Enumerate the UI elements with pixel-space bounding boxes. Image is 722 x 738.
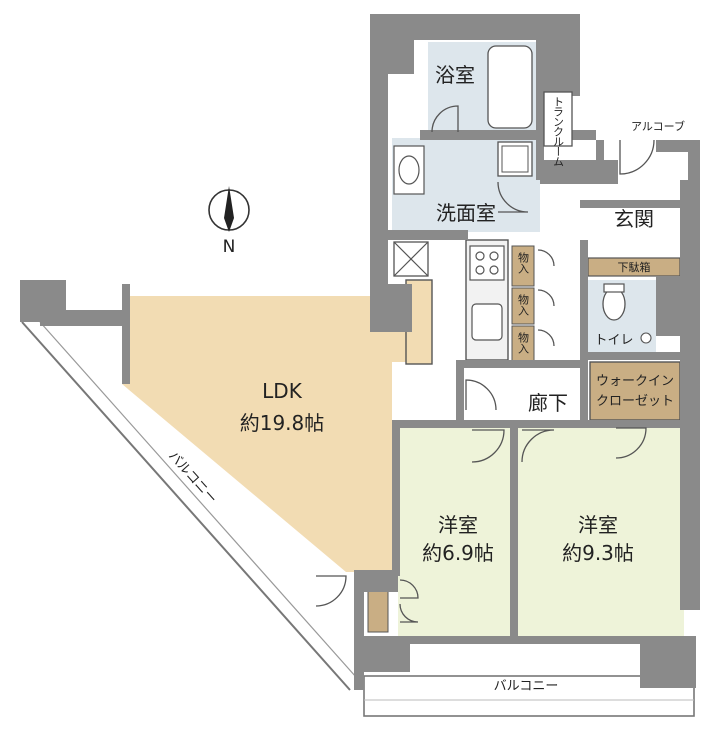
toilet-sink: [640, 332, 652, 344]
storage-label-2: 物入: [517, 293, 530, 316]
stove: [469, 245, 505, 281]
western-room-1-label: 洋室: [438, 513, 478, 537]
storage-label-3: 物入: [517, 331, 530, 354]
wic-label-line2: クローゼット: [596, 394, 674, 409]
storage-label-1: 物入: [517, 251, 530, 274]
walk-in-closet: [589, 361, 681, 421]
storage-1: [511, 245, 535, 287]
toilet: [602, 287, 626, 321]
ldk-label: LDK: [262, 379, 303, 403]
walls: [20, 14, 700, 690]
hallway-label: 廊下: [528, 391, 568, 415]
entrance-label: 玄関: [614, 207, 654, 231]
wic-label-line1: ウォークイン: [596, 374, 674, 389]
ldk-size: 約19.8帖: [240, 411, 325, 435]
bottom-balcony-label: バルコニー: [494, 679, 559, 694]
trunk-room-label: トランクルーム: [552, 96, 565, 167]
western-room-2: [516, 426, 684, 640]
compass-label: N: [223, 237, 236, 257]
western-room-1-size: 約6.9帖: [422, 541, 494, 565]
washbasin: [398, 155, 420, 185]
washing-machine-pan: [497, 141, 533, 177]
bath-label: 浴室: [435, 63, 475, 87]
north-arrow-icon: [224, 186, 234, 232]
kitchen-sink: [471, 303, 503, 341]
diagonal-balcony: [21, 321, 365, 691]
western-room-1: [398, 426, 510, 640]
doors: [315, 105, 655, 623]
washroom-label: 洗面室: [436, 201, 496, 225]
western-room-2-label: 洋室: [578, 513, 618, 537]
compass: N: [208, 186, 250, 257]
shoe-box-label: 下駄箱: [618, 260, 651, 274]
bottom-balcony: [363, 675, 695, 717]
ldk-room: [122, 296, 408, 572]
trunk-room: [543, 91, 573, 147]
bathtub: [487, 45, 533, 129]
refrigerator-space: [393, 241, 429, 277]
storage-2: [511, 287, 535, 325]
toilet-label: トイレ: [594, 333, 633, 348]
western-room-2-size: 約9.3帖: [562, 541, 634, 565]
alcove-label: アルコーブ: [631, 119, 685, 133]
